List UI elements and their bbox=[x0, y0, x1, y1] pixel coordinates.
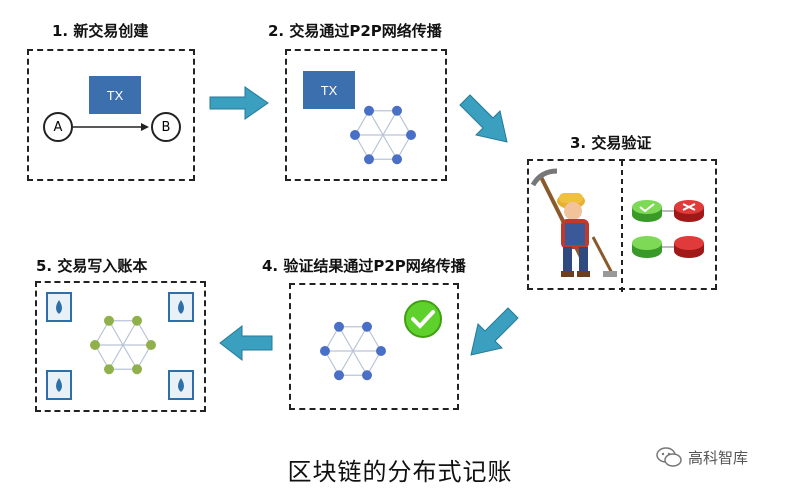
network-node bbox=[406, 130, 416, 140]
network-node bbox=[320, 346, 330, 356]
ledger-book-icon bbox=[168, 370, 194, 400]
p2p-network-graph bbox=[350, 105, 416, 165]
network-node bbox=[132, 315, 142, 326]
step-1-box: TX A B bbox=[27, 49, 195, 181]
network-node bbox=[132, 364, 142, 375]
watermark-text: 高科智库 bbox=[688, 448, 749, 467]
network-node bbox=[350, 130, 360, 140]
step-4-label: 4. 验证结果通过P2P网络传播 bbox=[262, 257, 466, 275]
network-node bbox=[334, 370, 344, 381]
watermark: 高科智库 bbox=[656, 446, 748, 468]
step-3-box bbox=[527, 159, 717, 292]
ledger-network-graph bbox=[46, 292, 194, 400]
flow-arrow-4-to-5 bbox=[219, 324, 273, 362]
tx-block: TX bbox=[303, 71, 355, 109]
red-token-icon bbox=[674, 200, 704, 222]
checkmark-icon bbox=[404, 300, 442, 338]
flow-arrow-1-to-2 bbox=[209, 86, 269, 120]
step-5-label: 5. 交易写入账本 bbox=[36, 257, 148, 275]
network-node bbox=[392, 105, 402, 116]
network-node bbox=[364, 105, 374, 116]
tx-block: TX bbox=[89, 76, 141, 114]
p2p-network-graph bbox=[320, 321, 386, 381]
network-link bbox=[368, 110, 398, 160]
miner-icon bbox=[530, 168, 617, 277]
red-token-icon bbox=[674, 236, 704, 258]
flow-arrow-2-to-3 bbox=[459, 94, 508, 143]
network-node bbox=[146, 340, 156, 350]
node-a: A bbox=[43, 112, 73, 142]
network-node bbox=[362, 370, 372, 381]
network-node bbox=[362, 321, 372, 332]
network-link bbox=[338, 326, 368, 376]
step-2-box: TX bbox=[285, 49, 447, 181]
step-3-label: 3. 交易验证 bbox=[570, 134, 652, 152]
network-node bbox=[392, 154, 402, 165]
a-to-b-arrow bbox=[73, 123, 149, 131]
ledger-book-icon bbox=[168, 292, 194, 322]
network-node bbox=[376, 346, 386, 356]
step-1-label: 1. 新交易创建 bbox=[52, 22, 149, 40]
diagram-caption: 区块链的分布式记账 bbox=[287, 458, 513, 486]
flow-arrow-3-to-4 bbox=[470, 307, 519, 356]
network-node bbox=[364, 154, 374, 165]
step-5-box bbox=[35, 281, 206, 412]
ledger-book-icon bbox=[46, 292, 72, 322]
step-4-box bbox=[289, 283, 459, 410]
network-node bbox=[90, 340, 100, 350]
network-node bbox=[334, 321, 344, 332]
wechat-icon bbox=[656, 447, 682, 467]
validation-tokens-icon bbox=[632, 200, 704, 258]
network-node bbox=[104, 364, 114, 375]
green-token-icon bbox=[632, 200, 662, 222]
step-2-label: 2. 交易通过P2P网络传播 bbox=[268, 22, 442, 40]
green-token-icon bbox=[632, 236, 662, 258]
ledger-book-icon bbox=[46, 370, 72, 400]
network-node bbox=[104, 315, 114, 326]
network-link bbox=[108, 320, 138, 370]
node-b: B bbox=[151, 112, 181, 142]
